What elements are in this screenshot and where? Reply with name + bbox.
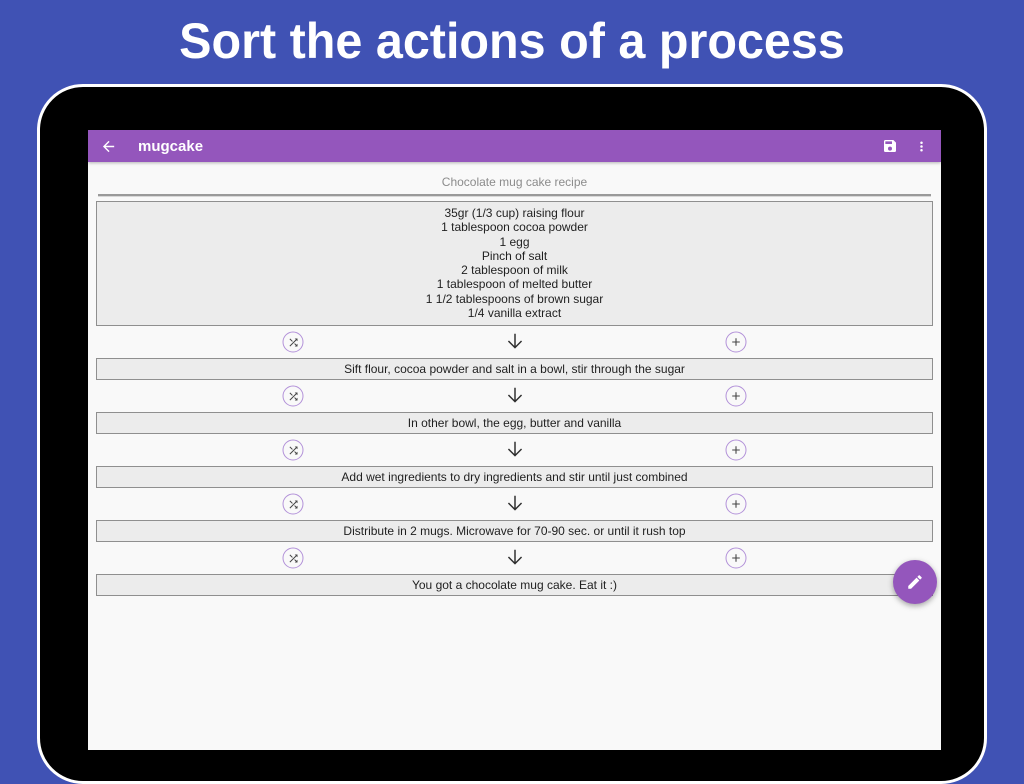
plus-icon — [732, 446, 740, 455]
arrow-down-icon — [504, 329, 526, 356]
shuffle-icon — [289, 338, 297, 347]
ingredient-line: 1 1/2 tablespoons of brown sugar — [425, 291, 604, 306]
step-node[interactable]: Add wet ingredients to dry ingredients a… — [96, 466, 933, 489]
swap-steps-button[interactable] — [282, 331, 304, 353]
step-node[interactable]: Sift flour, cocoa powder and salt in a b… — [96, 358, 933, 381]
add-step-button[interactable] — [725, 331, 747, 353]
add-step-button[interactable] — [725, 493, 747, 515]
swap-steps-button[interactable] — [282, 439, 304, 461]
connector-row — [88, 434, 941, 466]
app-toolbar: mugcake — [88, 130, 941, 162]
add-step-button[interactable] — [725, 385, 747, 407]
shuffle-icon — [289, 446, 297, 455]
process-title-field[interactable]: Chocolate mug cake recipe — [98, 162, 931, 196]
process-title-text: Chocolate mug cake recipe — [441, 175, 588, 189]
edit-fab[interactable] — [893, 560, 937, 604]
toolbar-title: mugcake — [138, 137, 204, 155]
connector-row — [88, 380, 941, 412]
save-icon[interactable] — [882, 138, 898, 154]
plus-icon — [732, 500, 740, 509]
ingredient-line: 1 tablespoon cocoa powder — [441, 220, 588, 235]
swap-steps-button[interactable] — [282, 493, 304, 515]
promo-headline: Sort the actions of a process — [179, 13, 845, 69]
ingredient-line: Pinch of salt — [481, 248, 548, 263]
arrow-down-icon — [504, 545, 526, 572]
swap-steps-button[interactable] — [282, 385, 304, 407]
connector-row — [88, 488, 941, 520]
pencil-icon — [908, 575, 922, 589]
ingredient-line: 1 egg — [499, 234, 530, 249]
overflow-menu-icon[interactable] — [914, 139, 929, 154]
shuffle-icon — [289, 392, 297, 401]
back-arrow-icon[interactable] — [100, 138, 117, 155]
flow-content: Chocolate mug cake recipe 35gr (1/3 cup)… — [88, 162, 941, 597]
plus-icon — [732, 338, 740, 347]
swap-steps-button[interactable] — [282, 547, 304, 569]
add-step-button[interactable] — [725, 547, 747, 569]
ingredient-line: 2 tablespoon of milk — [461, 263, 568, 278]
connector-row — [88, 542, 941, 574]
ingredient-line: 1/4 vanilla extract — [467, 306, 562, 321]
arrow-down-icon — [504, 491, 526, 518]
add-step-button[interactable] — [725, 439, 747, 461]
tablet-frame: mugcake Chocolate mug cake recipe 35gr (… — [37, 84, 987, 784]
connector-row — [88, 326, 941, 358]
shuffle-icon — [289, 500, 297, 509]
step-node[interactable]: In other bowl, the egg, butter and vanil… — [96, 412, 933, 435]
app-screen: mugcake Chocolate mug cake recipe 35gr (… — [88, 130, 941, 750]
ingredient-line: 1 tablespoon of melted butter — [436, 277, 593, 292]
arrow-down-icon — [504, 437, 526, 464]
plus-icon — [732, 554, 740, 563]
plus-icon — [732, 392, 740, 401]
step-node[interactable]: You got a chocolate mug cake. Eat it :) — [96, 574, 933, 597]
ingredient-line: 35gr (1/3 cup) raising flour — [444, 206, 585, 220]
arrow-down-icon — [504, 383, 526, 410]
step-node[interactable]: Distribute in 2 mugs. Microwave for 70-9… — [96, 520, 933, 543]
shuffle-icon — [289, 554, 297, 563]
